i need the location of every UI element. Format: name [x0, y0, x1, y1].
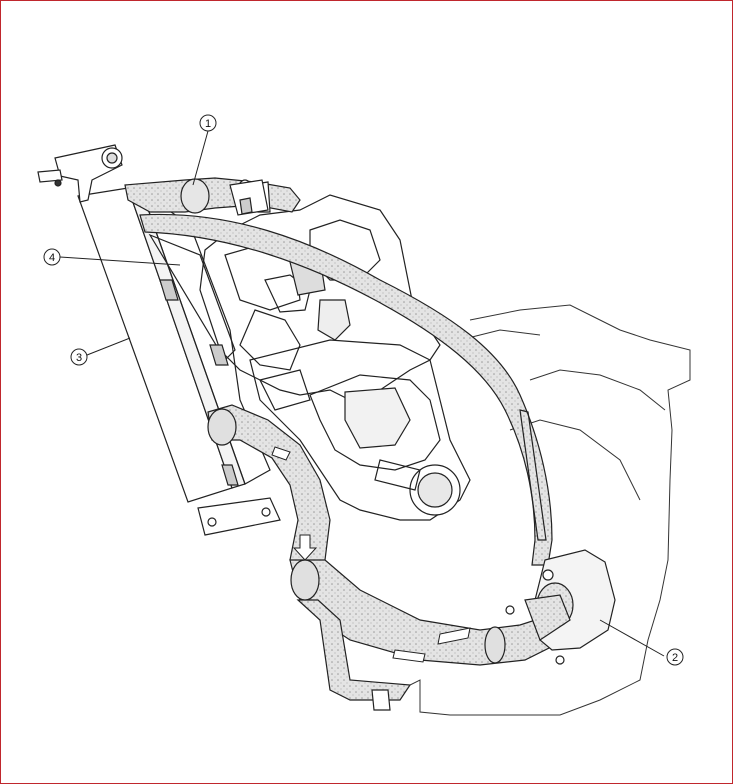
flow-arrows [271, 446, 471, 663]
callout-3-label: 3 [76, 352, 82, 364]
callout-2: 2 [666, 648, 684, 666]
callout-1-label: 1 [205, 118, 211, 130]
callout-4: 4 [43, 248, 61, 266]
callout-2-label: 2 [672, 652, 678, 664]
upper-hose [124, 177, 301, 214]
callout-4-label: 4 [49, 252, 55, 264]
filler-neck [37, 144, 123, 203]
callout-1: 1 [199, 114, 217, 132]
callout-leaders [59, 130, 665, 657]
engine-case-outline [379, 304, 691, 716]
water-pump [505, 549, 616, 665]
thermostat-housing [229, 179, 269, 216]
crankcase-outline [249, 339, 471, 521]
callout-3: 3 [70, 348, 88, 366]
lower-hose [207, 404, 566, 711]
